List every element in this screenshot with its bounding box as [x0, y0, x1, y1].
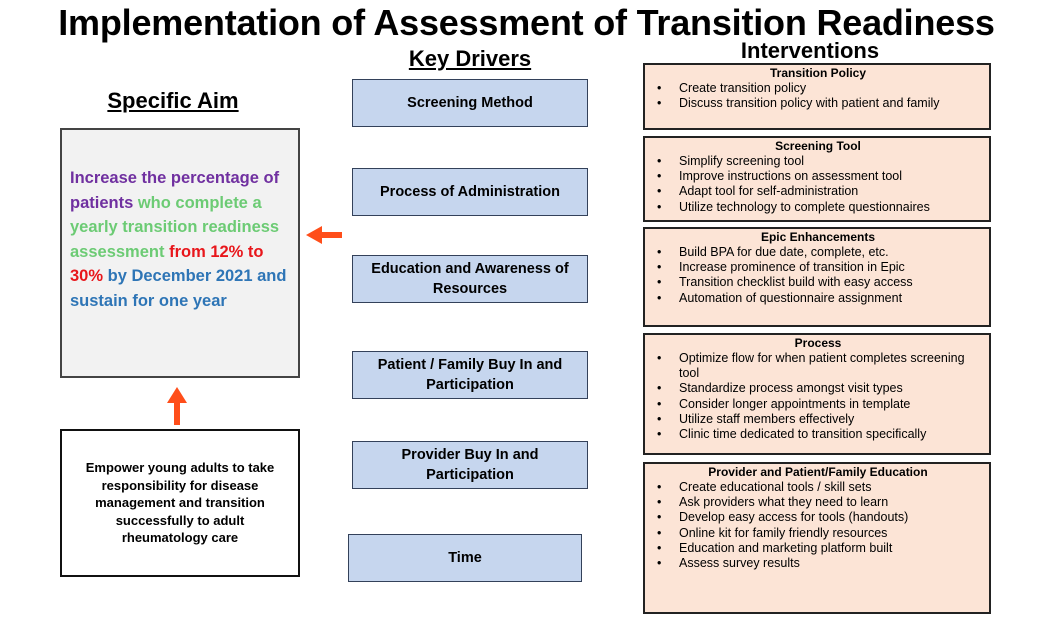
intervention-item: Clinic time dedicated to transition spec… [655, 427, 981, 442]
intervention-provider-patient-education: Provider and Patient/Family Education Cr… [643, 462, 991, 614]
intervention-item: Consider longer appointments in template [655, 397, 981, 412]
intervention-process: Process Optimize flow for when patient c… [643, 333, 991, 455]
driver-label: Screening Method [407, 95, 533, 111]
intervention-item: Optimize flow for when patient completes… [655, 351, 981, 381]
driver-label: Provider Buy In and Participation [401, 447, 539, 483]
intervention-item: Create educational tools / skill sets [655, 480, 981, 495]
driver-time: Time [348, 534, 582, 582]
intervention-item: Discuss transition policy with patient a… [655, 96, 981, 111]
intervention-title: Transition Policy [769, 66, 867, 80]
driver-process-of-administration: Process of Administration [352, 168, 588, 216]
intervention-item: Build BPA for due date, complete, etc. [655, 245, 981, 260]
intervention-epic-enhancements: Epic Enhancements Build BPA for due date… [643, 227, 991, 327]
intervention-item: Assess survey results [655, 556, 981, 571]
intervention-item: Utilize staff members effectively [655, 412, 981, 427]
arrow-up-to-aim [167, 387, 187, 425]
key-drivers-header: Key Drivers [408, 46, 532, 71]
intervention-item: Utilize technology to complete questionn… [655, 200, 981, 215]
intervention-title: Screening Tool [775, 139, 861, 153]
driver-label: Process of Administration [380, 184, 560, 200]
aim-text-deadline: by December 2021 and sustain for one yea… [70, 267, 287, 310]
aim-text-percentage: from 12% to 30% [70, 242, 264, 286]
intervention-item: Adapt tool for self-administration [655, 184, 981, 199]
intervention-screening-tool: Screening Tool Simplify screening tool I… [643, 136, 991, 222]
intervention-item: Simplify screening tool [655, 154, 981, 169]
aim-text-assessment: who complete a yearly transition readine… [70, 193, 280, 261]
aim-text-increase: Increase the percentage of patients [70, 169, 280, 212]
intervention-item: Develop easy access for tools (handouts) [655, 510, 981, 525]
driver-label: Patient / Family Buy In and Participatio… [377, 357, 563, 393]
intervention-item: Automation of questionnaire assignment [655, 291, 981, 306]
intervention-title: Provider and Patient/Family Education [708, 465, 928, 479]
intervention-item: Transition checklist build with easy acc… [655, 275, 981, 290]
interventions-header: Interventions [740, 38, 880, 63]
driver-screening-method: Screening Method [352, 79, 588, 127]
driver-education-awareness: Education and Awareness of Resources [352, 255, 588, 303]
intervention-item: Create transition policy [655, 81, 981, 96]
driver-label: Time [448, 550, 482, 566]
global-aim-box: Empower young adults to take responsibil… [60, 429, 300, 577]
intervention-title: Process [794, 336, 842, 350]
driver-label: Education and Awareness of Resources [371, 261, 569, 297]
intervention-item: Standardize process amongst visit types [655, 381, 981, 396]
intervention-transition-policy: Transition Policy Create transition poli… [643, 63, 991, 130]
specific-aim-box: Increase the percentage of patients who … [60, 128, 300, 378]
intervention-item: Online kit for family friendly resources [655, 526, 981, 541]
driver-provider-buy-in: Provider Buy In and Participation [352, 441, 588, 489]
intervention-item: Education and marketing platform built [655, 541, 981, 556]
driver-patient-family-buy-in: Patient / Family Buy In and Participatio… [352, 351, 588, 399]
intervention-item: Increase prominence of transition in Epi… [655, 260, 981, 275]
diagram-title: Implementation of Assessment of Transiti… [58, 2, 995, 43]
global-aim-text: Empower young adults to take responsibil… [85, 460, 275, 546]
specific-aim-header: Specific Aim [107, 88, 239, 113]
arrow-left-to-aim [306, 226, 342, 244]
intervention-item: Improve instructions on assessment tool [655, 169, 981, 184]
intervention-title: Epic Enhancements [760, 230, 876, 244]
intervention-item: Ask providers what they need to learn [655, 495, 981, 510]
